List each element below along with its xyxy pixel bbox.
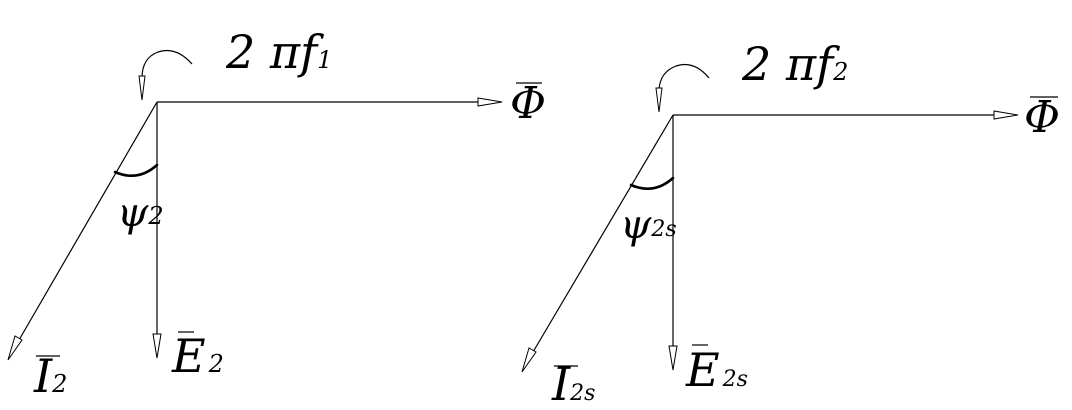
rotation-arrow bbox=[655, 63, 710, 113]
svg-text:E2: E2 bbox=[171, 329, 224, 383]
flux-label: Φ bbox=[1024, 92, 1060, 143]
emf-phasor bbox=[152, 102, 162, 359]
current-label: I2s bbox=[551, 357, 595, 410]
emf-phasor bbox=[668, 115, 678, 371]
svg-text:I2: I2 bbox=[33, 349, 67, 403]
svg-text:Φ: Φ bbox=[510, 78, 546, 129]
rotation-label: 2 πf2 bbox=[741, 37, 848, 91]
angle-arc bbox=[113, 163, 159, 177]
svg-text:Φ: Φ bbox=[1024, 92, 1060, 143]
angle-arc bbox=[629, 176, 675, 190]
current-phasor bbox=[7, 101, 158, 361]
rotation-label: 2 πf1 bbox=[225, 25, 332, 79]
current-phasor bbox=[521, 114, 674, 373]
angle-label: ψ2s bbox=[620, 202, 677, 248]
svg-text:I2s: I2s bbox=[551, 357, 595, 410]
current-label: I2 bbox=[33, 349, 67, 403]
svg-text:E2s: E2s bbox=[685, 343, 748, 397]
angle-label: ψ2 bbox=[117, 190, 164, 236]
flux-phasor bbox=[157, 97, 503, 107]
flux-label: Φ bbox=[510, 78, 546, 129]
flux-phasor bbox=[673, 110, 1019, 120]
rotation-arrow bbox=[138, 49, 193, 101]
